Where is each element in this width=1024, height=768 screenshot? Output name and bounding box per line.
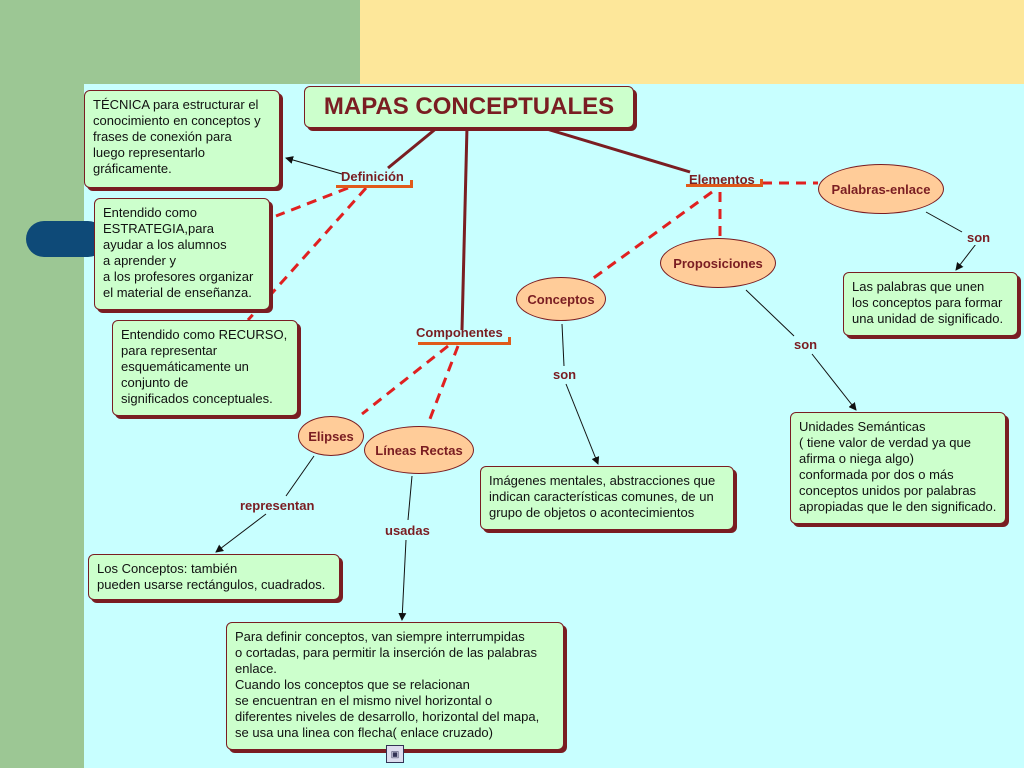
dash-definicion-recurso bbox=[246, 187, 368, 321]
dash-elementos-conceptos bbox=[587, 190, 713, 284]
link-son-conceptos: son bbox=[551, 367, 579, 382]
link-son-proposiciones: son bbox=[792, 337, 820, 352]
box-estrategia: Entendido como ESTRATEGIA,para ayudar a … bbox=[94, 198, 270, 310]
box-recurso: Entendido como RECURSO, para representar… bbox=[112, 320, 298, 416]
map-navigation-icon[interactable]: ▣ bbox=[386, 745, 404, 763]
link-son-palabras: son bbox=[965, 230, 993, 245]
link-representan: representan bbox=[238, 498, 317, 513]
arrow-usadas-paradefinir bbox=[398, 539, 407, 621]
bracket-elementos bbox=[686, 179, 763, 187]
arrow-son-imagenes bbox=[565, 383, 600, 465]
slide-decoration-pill bbox=[26, 221, 106, 257]
line-lineas-usadas bbox=[407, 475, 413, 521]
bracket-definicion bbox=[336, 180, 413, 188]
node-elipses: Elipses bbox=[298, 416, 364, 456]
node-palabras-enlace: Palabras-enlace bbox=[818, 164, 944, 214]
arrow-definicion-tecnica bbox=[285, 156, 343, 175]
dash-componentes-lineas bbox=[426, 345, 460, 425]
bracket-componentes bbox=[418, 337, 511, 345]
line-proposiciones-son bbox=[745, 289, 795, 337]
node-lineas-rectas: Líneas Rectas bbox=[364, 426, 474, 474]
node-conceptos: Conceptos bbox=[516, 277, 606, 321]
line-elipses-representan bbox=[285, 455, 315, 497]
arrow-son-unidades bbox=[811, 353, 857, 411]
node-elementos: Elementos bbox=[689, 172, 755, 187]
map-title: MAPAS CONCEPTUALES bbox=[304, 86, 634, 128]
dash-componentes-elipses bbox=[361, 344, 449, 416]
line-title-definicion bbox=[387, 125, 439, 170]
line-palabras-son bbox=[925, 211, 963, 233]
arrow-representan-conceptos bbox=[215, 513, 267, 553]
node-definicion: Definición bbox=[341, 169, 404, 184]
node-proposiciones: Proposiciones bbox=[660, 238, 776, 288]
box-palabras-def: Las palabras que unen los conceptos para… bbox=[843, 272, 1018, 336]
box-imagenes-mentales: Imágenes mentales, abstracciones que ind… bbox=[480, 466, 734, 530]
line-conceptos-son bbox=[561, 323, 565, 367]
box-los-conceptos: Los Conceptos: también pueden usarse rec… bbox=[88, 554, 340, 600]
link-usadas: usadas bbox=[383, 523, 432, 538]
box-para-definir: Para definir conceptos, van siempre inte… bbox=[226, 622, 564, 750]
arrow-son-palabrasdef bbox=[955, 243, 977, 271]
dash-definicion-estrategia bbox=[275, 186, 349, 218]
line-title-elementos bbox=[539, 125, 691, 174]
line-title-componentes bbox=[460, 126, 469, 331]
node-componentes: Componentes bbox=[416, 325, 503, 340]
box-tecnica: TÉCNICA para estructurar el conocimiento… bbox=[84, 90, 280, 188]
box-unidades-semanticas: Unidades Semánticas ( tiene valor de ver… bbox=[790, 412, 1006, 524]
